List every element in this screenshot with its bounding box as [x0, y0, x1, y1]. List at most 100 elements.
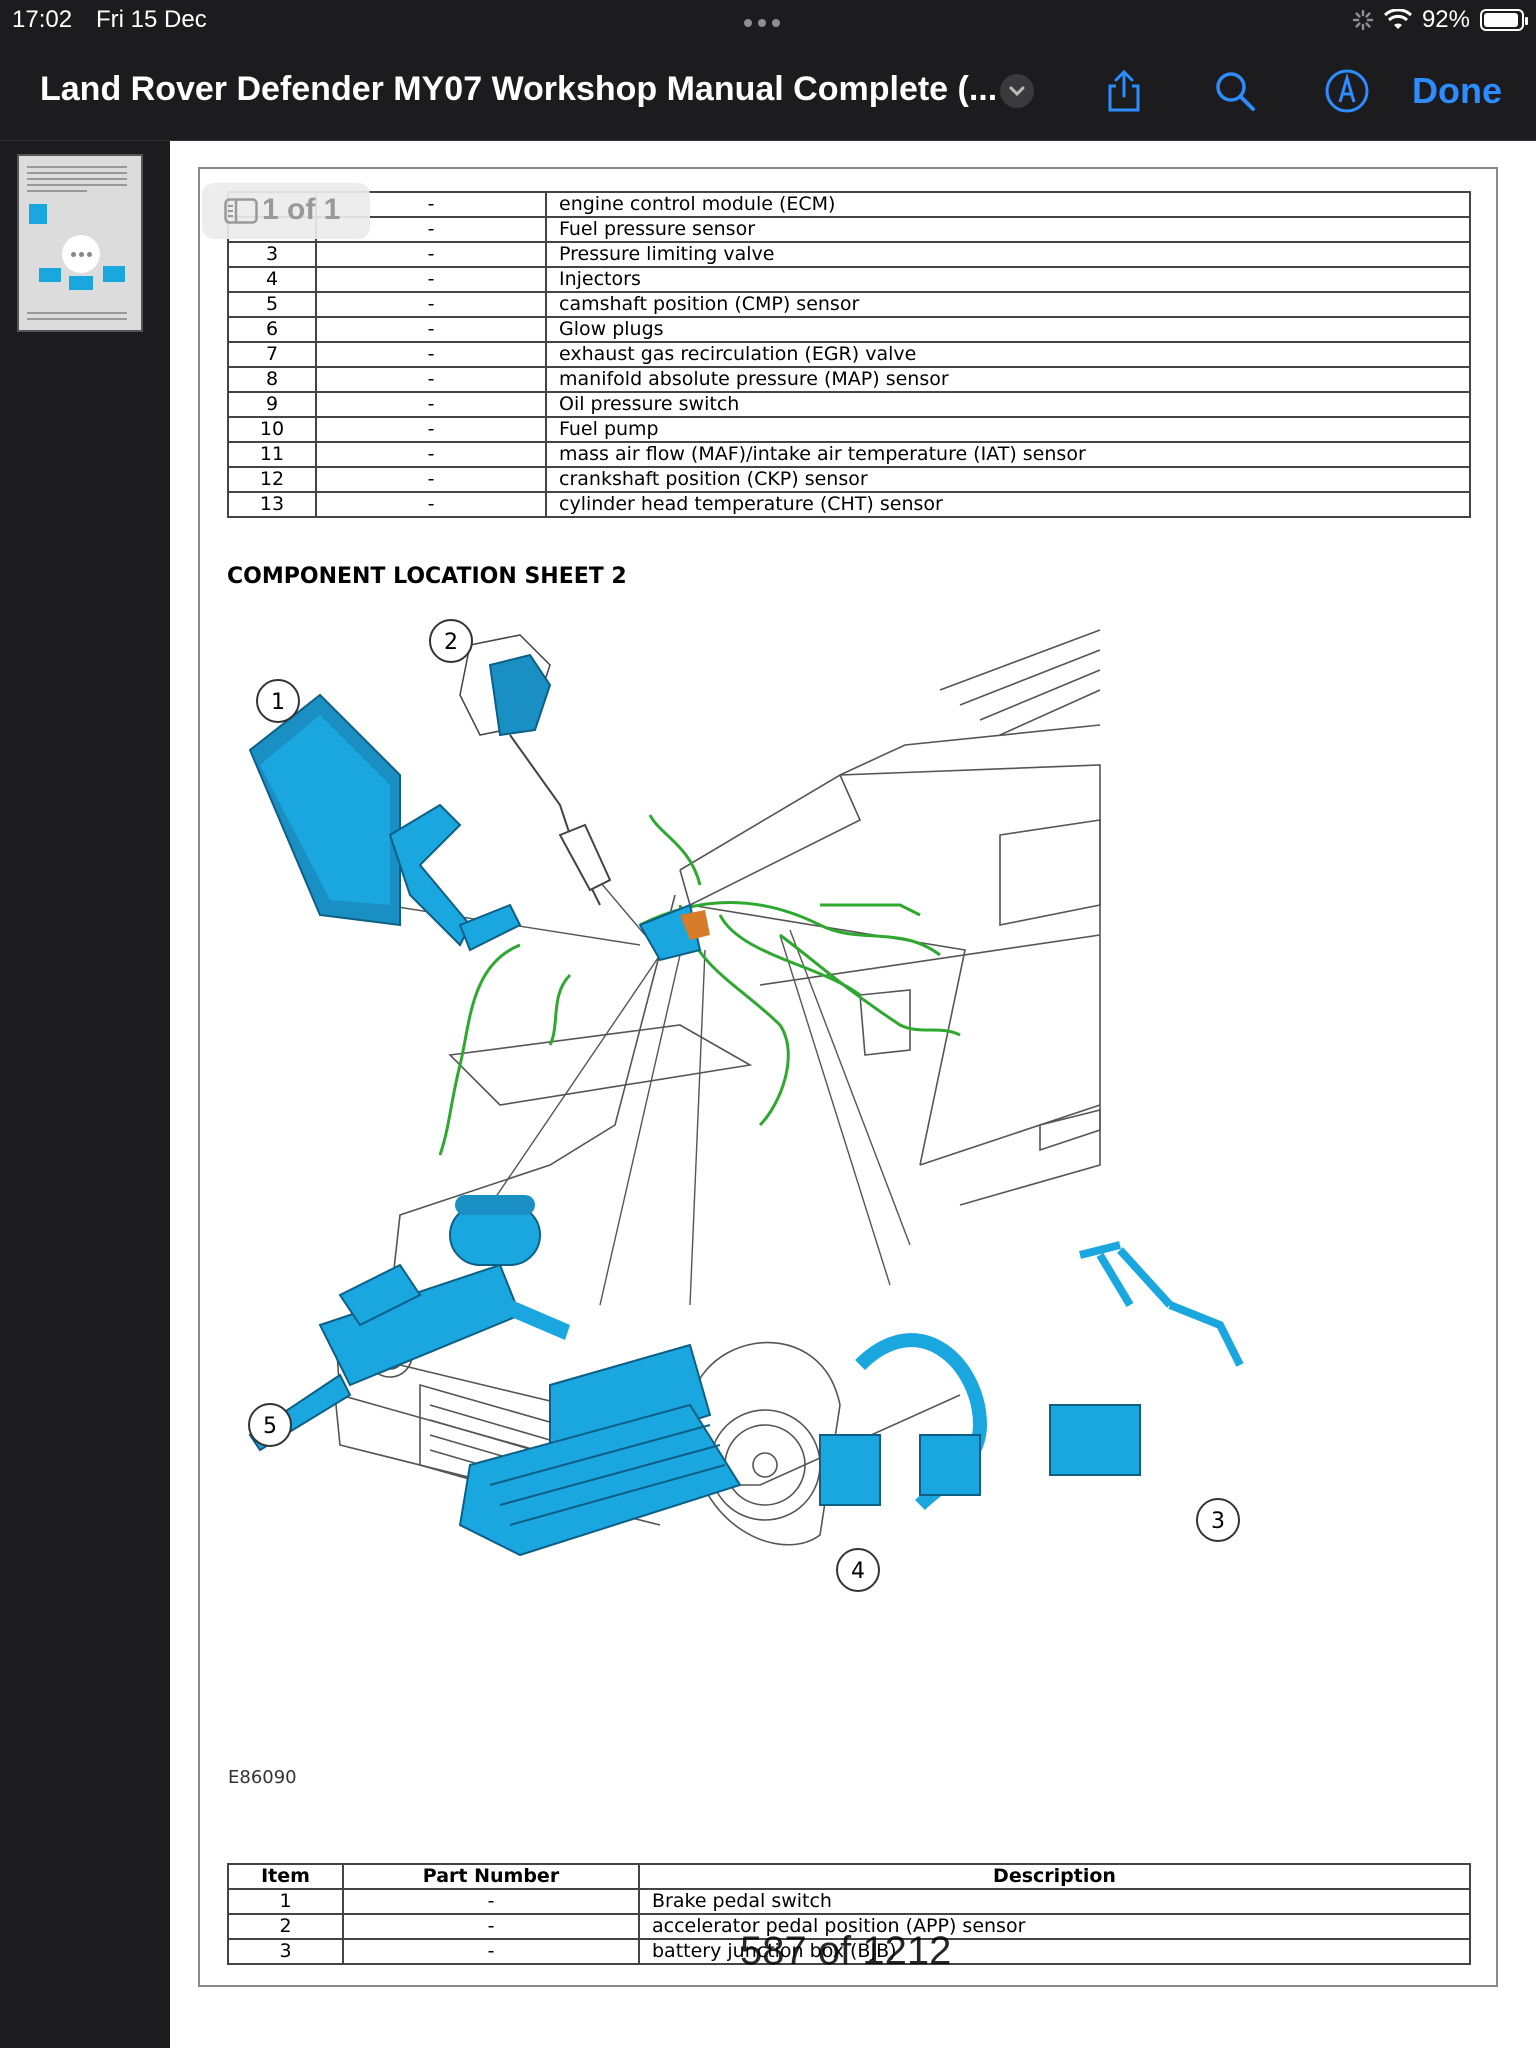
figure-id: E86090 [228, 1767, 297, 1788]
table-row: 5-camshaft position (CMP) sensor [227, 291, 1471, 318]
connector-orange [680, 910, 710, 940]
part-number-cell: - [315, 316, 547, 343]
nav-bar: Land Rover Defender MY07 Workshop Manual… [0, 40, 1536, 141]
description-cell: Brake pedal switch [638, 1888, 1471, 1915]
part-number-cell: - [315, 491, 547, 518]
wiring-harness [438, 814, 961, 1156]
component-harness-assembly [819, 1241, 1244, 1511]
description-cell: Fuel pump [545, 416, 1471, 443]
table-row: 6-Glow plugs [227, 316, 1471, 343]
description-cell: camshaft position (CMP) sensor [545, 291, 1471, 318]
callout-4: 4 [836, 1548, 880, 1592]
parts-table-top: -engine control module (ECM)-Fuel pressu… [227, 191, 1471, 518]
description-cell: accelerator pedal position (APP) sensor [638, 1913, 1471, 1940]
share-icon[interactable] [1099, 66, 1149, 116]
item-cell: 5 [227, 291, 317, 318]
parts-table-bottom: Item Part Number Description 1-Brake ped… [227, 1863, 1471, 1965]
part-number-cell: - [315, 441, 547, 468]
part-number-cell: - [315, 341, 547, 368]
description-cell: engine control module (ECM) [545, 191, 1471, 218]
item-cell: 7 [227, 341, 317, 368]
part-number-cell: - [315, 391, 547, 418]
item-cell: 11 [227, 441, 317, 468]
table-row: -Fuel pressure sensor [227, 216, 1471, 243]
page-thumbnail[interactable] [17, 154, 143, 332]
part-number-cell: - [315, 416, 547, 443]
table-row: 8-manifold absolute pressure (MAP) senso… [227, 366, 1471, 393]
multitasking-dots-icon[interactable] [744, 14, 792, 27]
callout-5: 5 [248, 1403, 292, 1447]
battery-percent: 92% [1421, 6, 1470, 33]
col-header-part-number: Part Number [342, 1863, 640, 1890]
item-cell: 3 [227, 241, 317, 268]
svg-text:4: 4 [851, 1559, 865, 1584]
item-cell: 2 [227, 1913, 344, 1940]
thumbnail-sidebar [0, 141, 170, 2048]
done-button[interactable]: Done [1412, 70, 1502, 111]
status-date: Fri 15 Dec [96, 6, 207, 33]
col-header-description: Description [638, 1863, 1471, 1890]
table-row: 2-accelerator pedal position (APP) senso… [227, 1913, 1471, 1940]
description-cell: manifold absolute pressure (MAP) sensor [545, 366, 1471, 393]
part-number-cell: - [315, 366, 547, 393]
part-number-cell: - [315, 466, 547, 493]
status-indicators: 92% [1352, 6, 1528, 34]
more-options-icon[interactable] [62, 235, 100, 273]
table-row: 9-Oil pressure switch [227, 391, 1471, 418]
table-row: 10-Fuel pump [227, 416, 1471, 443]
callout-1: 1 [256, 679, 300, 723]
description-cell: Injectors [545, 266, 1471, 293]
svg-text:2: 2 [444, 630, 458, 655]
description-cell: cylinder head temperature (CHT) sensor [545, 491, 1471, 518]
search-icon[interactable] [1210, 66, 1260, 116]
table-row: 3-battery junction box (BJB) [227, 1938, 1471, 1965]
item-cell: 12 [227, 466, 317, 493]
description-cell: crankshaft position (CKP) sensor [545, 466, 1471, 493]
description-cell: mass air flow (MAF)/intake air temperatu… [545, 441, 1471, 468]
sidebar-toggle-icon [224, 198, 258, 224]
component-battery-junction-box [458, 1343, 742, 1557]
table-row: 11-mass air flow (MAF)/intake air temper… [227, 441, 1471, 468]
component-brake-pedal-switch [248, 693, 522, 952]
table-row: 1-Brake pedal switch [227, 1888, 1471, 1915]
wifi-icon [1383, 9, 1412, 29]
page-badge-text: 1 of 1 [262, 193, 341, 226]
page-frame [198, 167, 1498, 1987]
svg-text:1: 1 [271, 690, 285, 715]
table-row: 3-Pressure limiting valve [227, 241, 1471, 268]
item-cell: 10 [227, 416, 317, 443]
status-bar: 17:02 Fri 15 Dec 92% [0, 0, 1536, 40]
component-location-illustration: 1 2 3 4 5 E86090 [228, 619, 1244, 1788]
description-cell: Pressure limiting valve [545, 241, 1471, 268]
battery-icon [1480, 9, 1528, 31]
item-cell: 6 [227, 316, 317, 343]
svg-text:5: 5 [263, 1414, 277, 1439]
description-cell: exhaust gas recirculation (EGR) valve [545, 341, 1471, 368]
page-indicator-badge[interactable]: 1 of 1 [202, 183, 370, 239]
description-cell: Fuel pressure sensor [545, 216, 1471, 243]
part-number-cell: - [315, 241, 547, 268]
table-row: -engine control module (ECM) [227, 191, 1471, 218]
document-title[interactable]: Land Rover Defender MY07 Workshop Manual… [40, 70, 998, 108]
chevron-down-icon [1009, 86, 1025, 97]
table-row: 13-cylinder head temperature (CHT) senso… [227, 491, 1471, 518]
part-number-cell: - [315, 266, 547, 293]
table-row: 4-Injectors [227, 266, 1471, 293]
part-number-cell: - [342, 1938, 640, 1965]
item-cell: 1 [227, 1888, 344, 1915]
item-cell: 3 [227, 1938, 344, 1965]
markup-icon[interactable] [1322, 66, 1372, 116]
item-cell: 13 [227, 491, 317, 518]
item-cell: 8 [227, 366, 317, 393]
col-header-item: Item [227, 1863, 344, 1890]
component-master-cylinder [248, 1195, 570, 1452]
item-cell: 4 [227, 266, 317, 293]
table-row: 7-exhaust gas recirculation (EGR) valve [227, 341, 1471, 368]
table-row: 12-crankshaft position (CKP) sensor [227, 466, 1471, 493]
title-menu-button[interactable] [1000, 74, 1034, 108]
description-cell: Oil pressure switch [545, 391, 1471, 418]
svg-text:3: 3 [1211, 1509, 1225, 1534]
part-number-cell: - [315, 291, 547, 318]
document-page[interactable]: -engine control module (ECM)-Fuel pressu… [170, 141, 1536, 2048]
callout-3: 3 [1196, 1498, 1240, 1542]
